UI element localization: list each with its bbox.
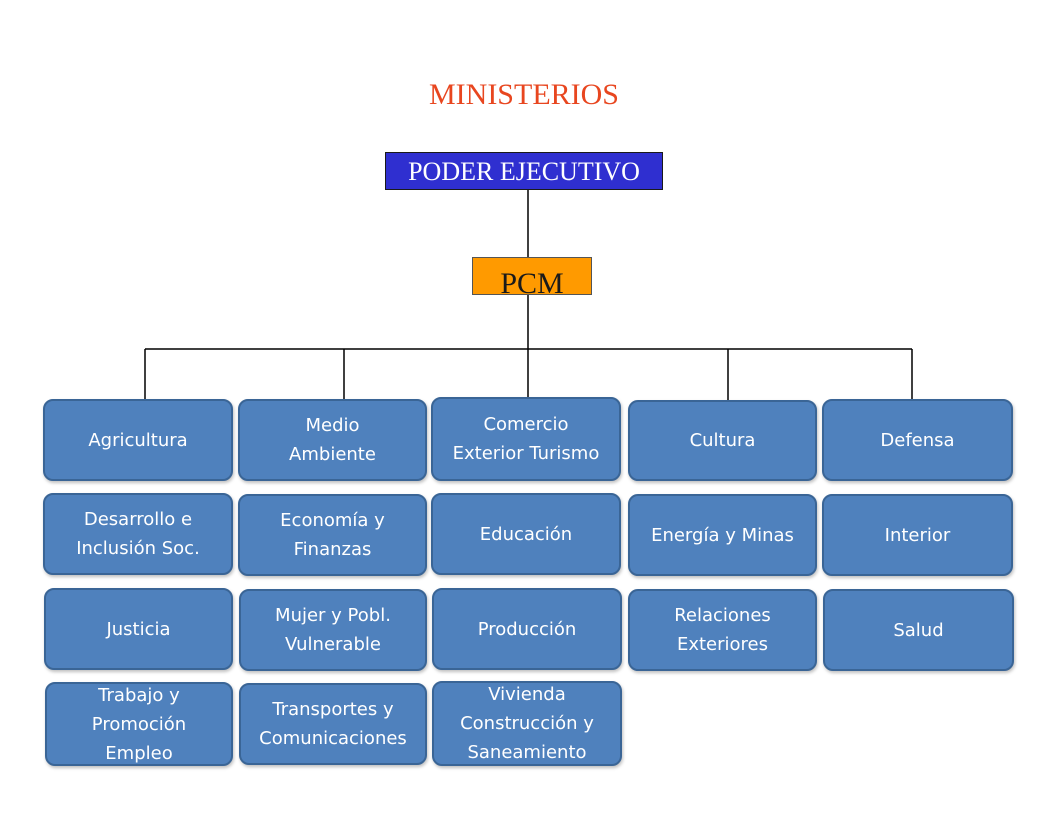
ministry-vivienda-construccion-saneamiento: Vivienda Construcción y Saneamiento (432, 681, 622, 766)
ministry-agricultura: Agricultura (43, 399, 233, 481)
ministry-produccion: Producción (432, 588, 622, 670)
ministry-medio-ambiente: Medio Ambiente (238, 399, 427, 481)
ministry-energia-minas: Energía y Minas (628, 494, 817, 576)
ministry-comercio-exterior-turismo: Comercio Exterior Turismo (431, 397, 621, 481)
ministry-defensa: Defensa (822, 399, 1013, 481)
ministry-cultura: Cultura (628, 400, 817, 481)
ministry-economia-finanzas: Economía y Finanzas (238, 494, 427, 576)
pcm-node: PCM (472, 257, 592, 295)
executive-power-node: PODER EJECUTIVO (385, 152, 663, 190)
ministry-trabajo-promocion-empleo: Trabajo y Promoción Empleo (45, 682, 233, 766)
ministry-mujer-poblaciones: Mujer y Pobl. Vulnerable (239, 589, 427, 671)
ministry-relaciones-exteriores: Relaciones Exteriores (628, 589, 817, 671)
ministry-desarrollo-inclusion: Desarrollo e Inclusión Soc. (43, 493, 233, 575)
ministry-salud: Salud (823, 589, 1014, 671)
page-title: MINISTERIOS (428, 78, 619, 111)
ministry-justicia: Justicia (44, 588, 233, 670)
ministry-transportes-comunicaciones: Transportes y Comunicaciones (239, 683, 427, 765)
ministry-interior: Interior (822, 494, 1013, 576)
ministry-educacion: Educación (431, 493, 621, 575)
